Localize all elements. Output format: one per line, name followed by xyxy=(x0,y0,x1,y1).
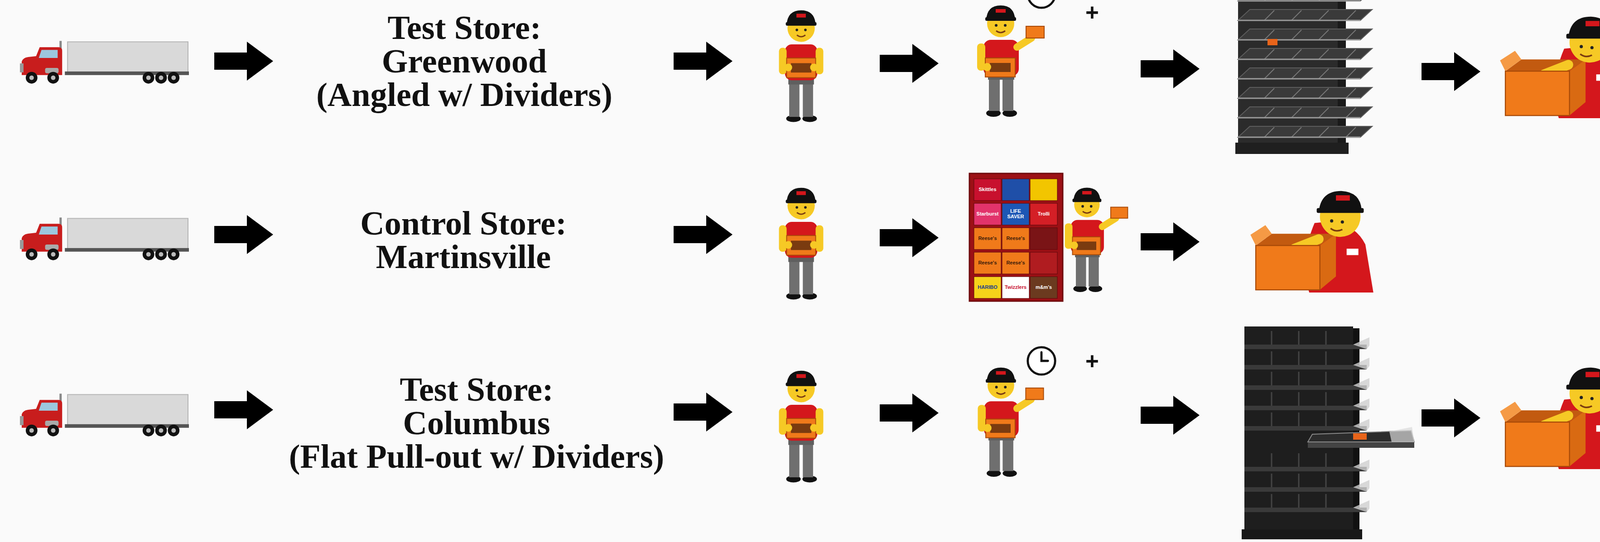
brand-label: HARIBO xyxy=(973,276,1002,299)
flow-arrow xyxy=(214,215,274,255)
store-label: Test Store:Columbus(Flat Pull-out w/ Div… xyxy=(286,371,667,475)
flow-arrow xyxy=(1421,52,1481,92)
truck-icon xyxy=(19,393,189,437)
worker-figure xyxy=(779,10,824,123)
store-text: Columbus xyxy=(289,406,665,440)
flow-arrow xyxy=(1140,395,1200,435)
brand-label: Twizzlers xyxy=(1002,276,1030,299)
store-label: Test Store:Greenwood(Angled w/ Dividers) xyxy=(313,9,616,113)
flow-arrow xyxy=(673,392,733,432)
flow-arrow xyxy=(1140,222,1200,262)
worker-figure xyxy=(1250,191,1374,293)
brand-label: Trolli xyxy=(1030,203,1058,226)
worker-figure xyxy=(1499,367,1600,470)
store-text: Martinsville xyxy=(360,240,567,274)
worker-figure xyxy=(977,367,1044,478)
plus-sign: + xyxy=(1079,0,1105,26)
brand-label: Starburst xyxy=(973,203,1002,226)
truck-icon xyxy=(19,217,189,261)
flow-arrow xyxy=(214,390,274,430)
brand-label: m&m's xyxy=(1030,276,1058,299)
store-text: Control Store: xyxy=(360,206,567,241)
store-text: (Angled w/ Dividers) xyxy=(316,77,613,112)
store-text: Test Store: xyxy=(316,10,613,45)
angled-shelf xyxy=(1235,0,1373,155)
clock-icon xyxy=(1027,347,1056,375)
truck-icon xyxy=(19,40,189,84)
brand-label: LIFE SAVER xyxy=(1002,203,1030,226)
clock-icon xyxy=(1027,0,1056,8)
store-label: Control Store:Martinsville xyxy=(357,205,570,275)
flow-arrow xyxy=(214,41,274,81)
candy-shelf xyxy=(969,173,1063,302)
brand-label: Reese's xyxy=(973,252,1002,275)
flow-arrow xyxy=(879,393,939,433)
plus-sign: + xyxy=(1079,348,1105,375)
pullout-shelf xyxy=(1241,326,1415,540)
flow-arrow xyxy=(673,215,733,255)
brand-label: Skittles xyxy=(973,178,1002,201)
worker-figure xyxy=(1065,187,1128,293)
worker-figure xyxy=(1499,16,1600,119)
store-text: Test Store: xyxy=(289,372,665,407)
brand-label: Reese's xyxy=(973,227,1002,250)
worker-figure xyxy=(779,187,824,300)
worker-figure xyxy=(977,5,1045,117)
flow-arrow xyxy=(879,218,939,258)
flow-arrow xyxy=(1140,49,1200,89)
worker-figure xyxy=(779,371,824,483)
store-text: Greenwood xyxy=(316,44,613,78)
store-text: (Flat Pull-out w/ Dividers) xyxy=(289,439,665,474)
flow-arrow xyxy=(673,41,733,81)
brand-label: Reese's xyxy=(1002,227,1030,250)
flow-arrow xyxy=(879,43,939,83)
flow-arrow xyxy=(1421,398,1481,438)
brand-label: Reese's xyxy=(1002,252,1030,275)
